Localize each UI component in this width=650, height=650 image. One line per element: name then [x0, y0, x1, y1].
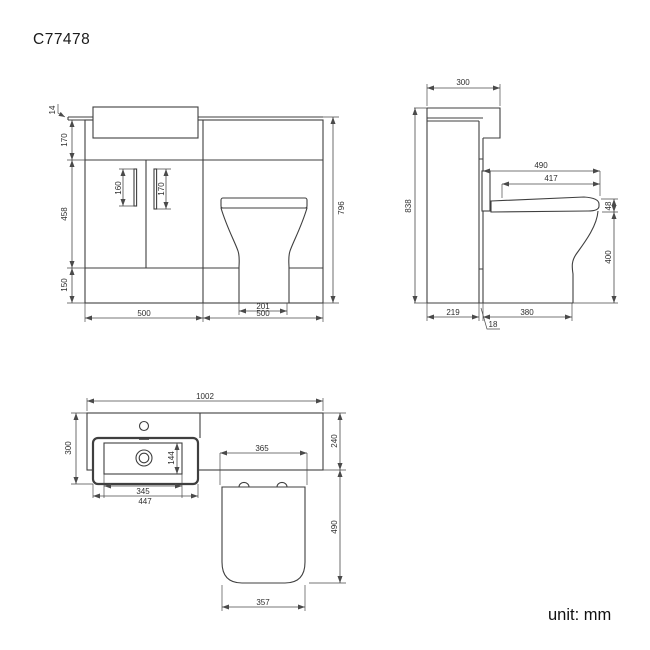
- dim-overall-width: 1002: [196, 392, 214, 401]
- unit-note: unit: mm: [548, 606, 612, 624]
- dim-basin-inner-depth: 144: [167, 451, 176, 465]
- leader-14: [57, 104, 66, 118]
- dim-seat-length: 417: [544, 174, 558, 183]
- seat-hinges: [238, 481, 288, 488]
- dim-basin-inner-width: 345: [136, 487, 150, 496]
- dim-seat-thickness: 48: [604, 201, 613, 210]
- dim-toilet-projection: 380: [520, 308, 534, 317]
- basin-front: [92, 106, 199, 139]
- dim-toilet-base: 201: [256, 302, 270, 311]
- dim-bowl-height: 400: [604, 250, 613, 264]
- dim-upper-panel: 170: [60, 133, 69, 147]
- dim-overall-height-side: 838: [404, 199, 413, 213]
- dim-seat-reach: 490: [534, 161, 548, 170]
- dim-vanity-width: 500: [137, 309, 151, 318]
- drain-inner: [138, 452, 150, 464]
- dim-plinth: 150: [60, 278, 69, 292]
- dim-left-handle: 160: [114, 181, 123, 195]
- toilet-front-seat: [220, 197, 308, 209]
- dim-counter-depth-side: 300: [456, 78, 470, 87]
- dim-toilet-width: 357: [256, 598, 270, 607]
- toilet-side-seat: [490, 196, 600, 213]
- side-view: 300 838 490 417 48 400 219 380 18: [404, 78, 618, 330]
- dim-gap: 18: [489, 320, 498, 329]
- tap-hole: [138, 420, 150, 432]
- dim-overall-height-front: 796: [337, 201, 346, 215]
- seat-hinge-bracket: [481, 170, 491, 212]
- dim-counter-depth-plan: 240: [330, 434, 339, 448]
- dim-basin-section-depth: 300: [64, 441, 73, 455]
- left-door-handle: [133, 168, 138, 207]
- toilet-plan-seat: [221, 486, 306, 584]
- front-view: 14 170 458 150 160 170 796 201 500 500: [48, 104, 346, 322]
- side-cabinet-outline: [426, 107, 573, 304]
- dim-cabinet-depth: 219: [446, 308, 460, 317]
- toilet-side-bowl: [571, 210, 599, 303]
- dim-door-section: 458: [60, 207, 69, 221]
- dim-right-handle: 170: [157, 182, 166, 196]
- product-code: C77478: [33, 31, 91, 48]
- toilet-front-body: [220, 207, 308, 304]
- drain-outer: [135, 449, 153, 467]
- dim-counter-thickness: 14: [48, 105, 57, 114]
- cabinet-front-panels: [85, 120, 323, 303]
- right-door-handle: [153, 168, 158, 210]
- dim-toilet-length: 490: [330, 520, 339, 534]
- dim-basin-outer-width: 447: [138, 497, 152, 506]
- plan-view: 1002 300 240 490 365 144 345 447 357: [64, 392, 346, 611]
- basin-plan-inner: [103, 442, 183, 475]
- dim-seat-top-width: 365: [255, 444, 269, 453]
- dim-wc-width: 500: [256, 309, 270, 318]
- side-extension-lines: [414, 84, 618, 321]
